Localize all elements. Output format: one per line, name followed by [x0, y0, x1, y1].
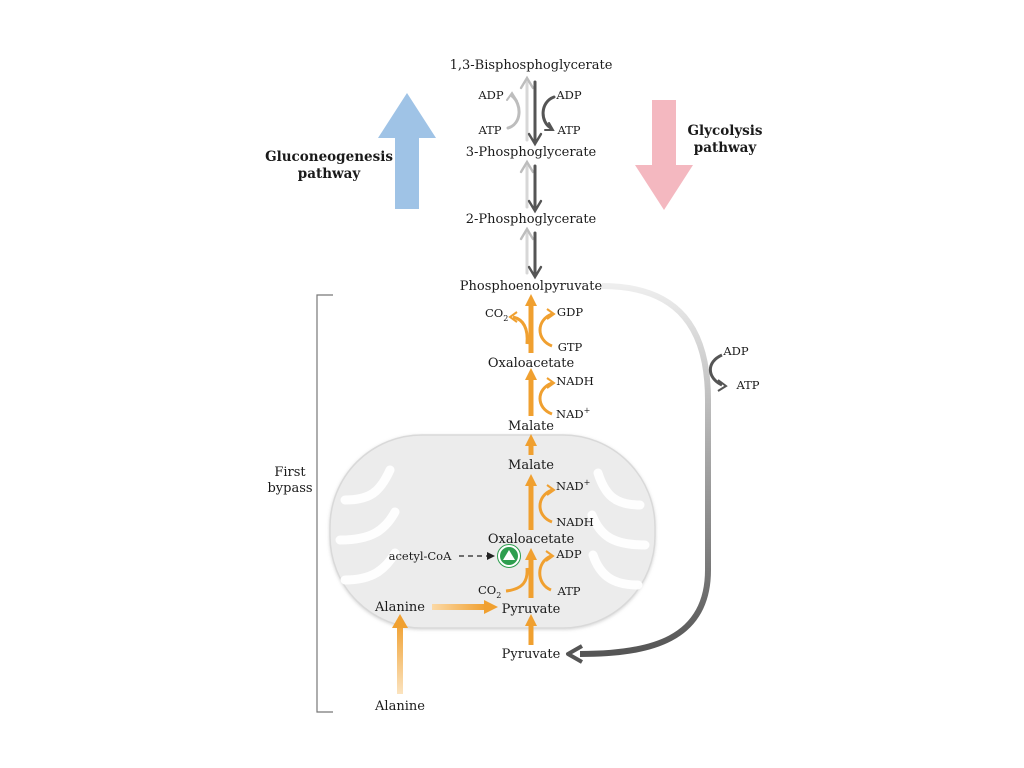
gdp-pepck: GDP [557, 305, 583, 319]
adp-left-top: ADP [477, 88, 504, 102]
nad-mito: NAD+ [556, 478, 590, 493]
gluconeogenesis-label-line2: pathway [298, 166, 362, 182]
glycolysis-arrow [635, 100, 693, 210]
mdh-cyto-curl [538, 381, 553, 416]
pepck-co2-curl [512, 315, 529, 345]
glycolysis-label-line1: Glycolysis [687, 123, 762, 139]
gluconeogenesis-label-line1: Gluconeogenesis [265, 149, 393, 165]
atp-pk: ATP [735, 378, 759, 392]
atp-right-top: ATP [556, 123, 580, 137]
malate-cytosol-label: Malate [508, 419, 554, 434]
oxaloacetate-cytosol-label: Oxaloacetate [488, 356, 575, 371]
oxaloacetate-mito-label: Oxaloacetate [488, 532, 575, 547]
pc-atp-curl [538, 554, 552, 592]
3-phosphoglycerate-label: 3-Phosphoglycerate [466, 145, 597, 160]
first-bypass-label-line2: bypass [267, 481, 312, 496]
pepck-gtp-curl [538, 312, 553, 348]
pk-adp-atp-curl [708, 353, 723, 387]
reversible-arrows-upper [506, 75, 556, 280]
phosphoenolpyruvate-label: Phosphoenolpyruvate [460, 279, 603, 294]
alanine-mito-label: Alanine [374, 600, 425, 615]
bisphosphoglycerate-label: 1,3-Bisphosphoglycerate [450, 58, 613, 73]
atp-curl-right [541, 95, 556, 130]
adp-right-top: ADP [555, 88, 582, 102]
pyruvate-cytosol-label: Pyruvate [502, 647, 561, 662]
nadh-cytosol: NADH [556, 374, 594, 388]
reversible-arrow-3pg-2pg [519, 159, 543, 214]
gluconeogenesis-arrow [378, 93, 436, 209]
pyruvate-kinase-arrowhead [566, 644, 583, 664]
adp-pk: ADP [722, 344, 749, 358]
atp-pc: ATP [556, 584, 580, 598]
orange-pathway [392, 294, 556, 694]
pc-co2-curl [505, 567, 529, 593]
malate-mito-label: Malate [508, 458, 554, 473]
atp-left-top: ATP [477, 123, 501, 137]
alanine-cytosol-label: Alanine [374, 699, 425, 714]
adp-pc: ADP [555, 547, 582, 561]
nad-cytosol: NAD+ [556, 406, 590, 421]
co2-pepck: CO2 [485, 306, 508, 323]
nadh-mito: NADH [556, 515, 594, 529]
acetyl-coa-label: acetyl-CoA [389, 549, 453, 563]
pyruvate-mito-label: Pyruvate [502, 602, 561, 617]
first-bypass-label-line1: First [274, 465, 306, 480]
first-bypass-bracket [316, 294, 333, 713]
pyruvate-kinase-arrow [579, 283, 711, 657]
gtp-pepck: GTP [558, 340, 583, 354]
glycolysis-label-line2: pathway [694, 140, 758, 156]
mitochondrion [329, 434, 656, 629]
co2-pc: CO2 [478, 583, 501, 600]
mdh-mito-curl [538, 488, 553, 524]
reversible-arrow-bpg-3pg [519, 75, 543, 147]
acetyl-coa-activation [459, 544, 521, 568]
2-phosphoglycerate-label: 2-Phosphoglycerate [466, 212, 597, 227]
reversible-arrow-2pg-pep [519, 226, 543, 280]
